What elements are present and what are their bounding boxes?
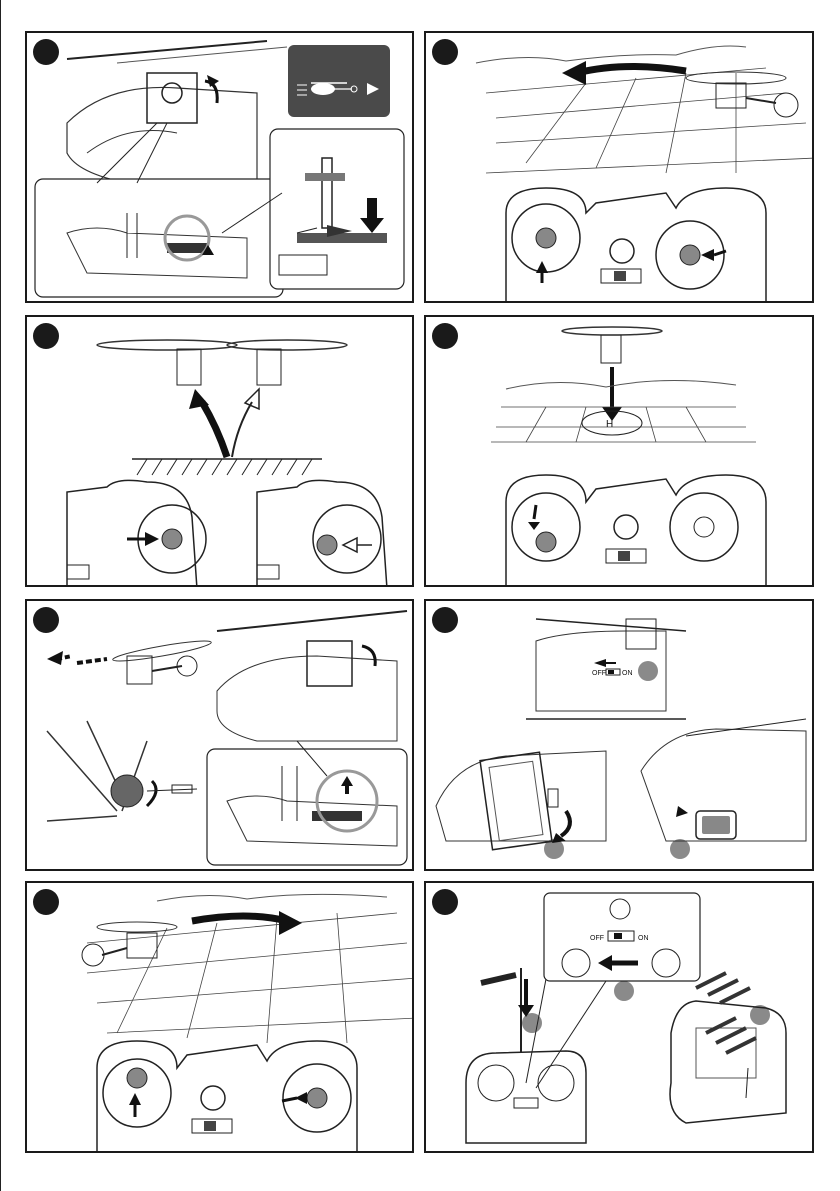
switch-off-label: OFF bbox=[590, 935, 604, 942]
panel-2-illustration bbox=[426, 33, 814, 303]
panel-2-turn-left bbox=[424, 31, 814, 303]
panel-5-illustration bbox=[27, 601, 414, 871]
panel-6-illustration: OFF ON bbox=[426, 601, 814, 871]
panel-7-illustration bbox=[27, 883, 414, 1153]
panel-1-rotor-trim bbox=[25, 31, 414, 303]
svg-text:H: H bbox=[606, 419, 613, 430]
panel-8-illustration: OFF ON bbox=[426, 883, 814, 1153]
panel-3-trim bbox=[25, 315, 414, 587]
switch-on-label: ON bbox=[622, 670, 633, 677]
panel-6-battery-removal: OFF ON bbox=[424, 599, 814, 871]
panel-8-transmitter: OFF ON bbox=[424, 881, 814, 1153]
panel-7-turn-right bbox=[25, 881, 414, 1153]
panel-1-illustration bbox=[27, 33, 414, 303]
panel-4-illustration: H bbox=[426, 317, 814, 587]
page-left-edge bbox=[0, 0, 1, 1191]
panel-3-illustration bbox=[27, 317, 414, 587]
panel-4-landing: H bbox=[424, 315, 814, 587]
panel-5-tail-adjust bbox=[25, 599, 414, 871]
switch-on-label: ON bbox=[638, 935, 649, 942]
switch-off-label: OFF bbox=[592, 670, 606, 677]
